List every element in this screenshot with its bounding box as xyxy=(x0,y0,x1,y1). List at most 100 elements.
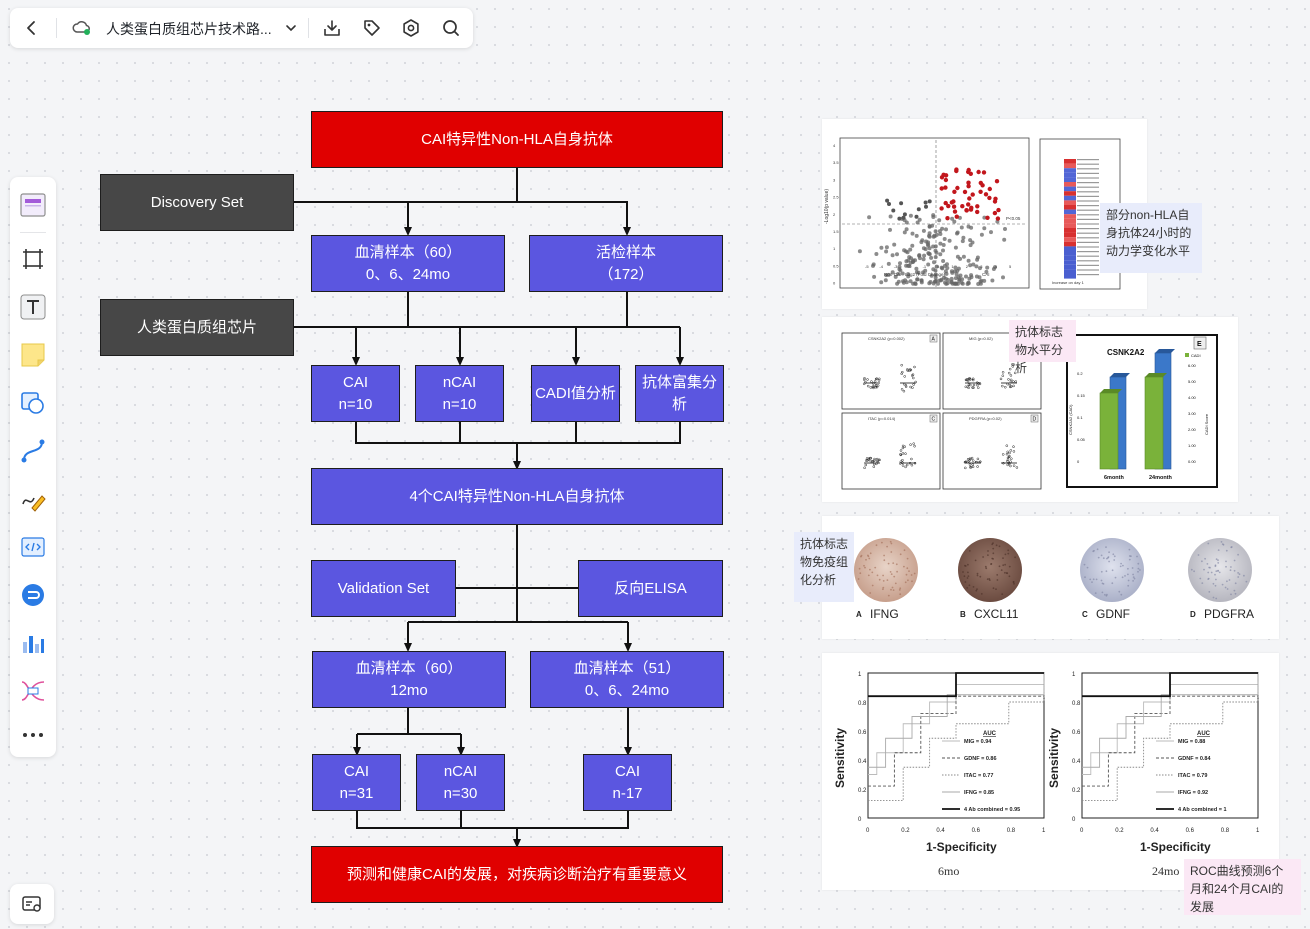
chart-icon[interactable] xyxy=(19,629,47,657)
roc-legend-entry: 4 Ab combined = 1 xyxy=(1178,807,1227,813)
volcano-yaxis-label: -Log10(p value) xyxy=(824,189,830,224)
conclusion-box[interactable]: 预测和健康CAI的发展，对疾病诊断治疗有重要意义 xyxy=(311,846,723,903)
chevron-down-icon[interactable] xyxy=(279,16,303,40)
volcano-point xyxy=(961,235,966,240)
ihc-cell-stain xyxy=(986,578,989,581)
text-icon[interactable] xyxy=(19,293,47,321)
roc-legend-entry: ITAC = 0.77 xyxy=(964,773,993,779)
scatter-point xyxy=(900,372,903,375)
volcano-heatmap-figure[interactable]: -Log10(p value) Log2 (Fold Change) Non-C… xyxy=(822,119,1147,309)
volcano-point xyxy=(885,198,890,203)
ncai-group-box[interactable]: nCAI n=10 xyxy=(415,365,504,422)
volcano-point xyxy=(979,232,984,237)
volcano-point xyxy=(955,230,960,235)
ncai-validation-box[interactable]: nCAI n=30 xyxy=(416,754,505,811)
volcano-point xyxy=(913,281,918,286)
cadi-analysis-box[interactable]: CADI值分析 xyxy=(531,365,620,422)
search-icon[interactable] xyxy=(439,16,463,40)
scatter-point xyxy=(904,465,907,469)
tag-icon[interactable] xyxy=(360,16,384,40)
download-icon[interactable] xyxy=(320,16,344,40)
biopsy-sample-box[interactable]: 活检样本 （172） xyxy=(529,235,723,292)
volcano-point xyxy=(954,281,958,286)
connector-icon[interactable] xyxy=(19,437,47,465)
volcano-point xyxy=(952,219,957,224)
flow-icon[interactable] xyxy=(19,677,47,705)
volcano-point xyxy=(904,227,909,232)
scatter-point xyxy=(971,378,975,382)
serum-sample-box[interactable]: 血清样本（60） 0、6、24mo xyxy=(311,235,505,292)
four-antibodies-box[interactable]: 4个CAI特异性Non-HLA自身抗体 xyxy=(311,468,723,525)
volcano-point-significant xyxy=(976,169,981,175)
code-block-icon[interactable] xyxy=(19,533,47,561)
cai-group-box[interactable]: CAI n=10 xyxy=(311,365,400,422)
volcano-point xyxy=(959,225,964,230)
discovery-set-box[interactable]: Discovery Set xyxy=(100,174,294,231)
more-icon[interactable] xyxy=(19,721,47,749)
ihc-cell-stain xyxy=(988,578,991,580)
volcano-point-significant xyxy=(962,189,968,195)
roc-ytick: 0.4 xyxy=(858,759,867,765)
volcano-point xyxy=(895,252,899,257)
volcano-point-significant xyxy=(970,192,975,197)
volcano-point-significant xyxy=(954,214,959,219)
heatmap-gene-label xyxy=(1077,191,1099,193)
volcano-point xyxy=(947,238,952,243)
scatter-point xyxy=(901,461,904,464)
cai-validation-box[interactable]: CAI n=31 xyxy=(312,754,401,811)
roc-note[interactable]: ROC曲线预测6个月和24个月CAI的发展 xyxy=(1184,859,1301,915)
enrichment-analysis-box[interactable]: 抗体富集分 析 xyxy=(635,365,724,422)
reverse-elisa-box[interactable]: 反向ELISA xyxy=(578,560,723,617)
roc-xtick: 1 xyxy=(1256,828,1260,834)
serum-sample-51-box[interactable]: 血清样本（51） 0、6、24mo xyxy=(530,651,724,708)
pen-icon[interactable] xyxy=(19,485,47,513)
proteome-chip-box[interactable]: 人类蛋白质组芯片 xyxy=(100,299,294,356)
ihc-cell-stain xyxy=(1207,571,1210,574)
sticky-note-icon[interactable] xyxy=(19,341,47,369)
roc-ytick: 0.2 xyxy=(858,788,867,794)
volcano-point xyxy=(934,232,939,237)
validation-set-box[interactable]: Validation Set xyxy=(311,560,456,617)
document-title[interactable]: 人类蛋白质组芯片技术路... xyxy=(106,21,272,37)
frame-panel-icon[interactable] xyxy=(19,191,47,219)
volcano-point xyxy=(886,261,891,266)
ihc-cell-stain xyxy=(1124,575,1126,577)
volcano-ytick: 0 xyxy=(833,281,836,286)
scatter-point xyxy=(904,384,908,387)
back-icon[interactable] xyxy=(20,16,44,40)
title-box[interactable]: CAI特异性Non-HLA自身抗体 xyxy=(311,111,723,168)
settings-icon[interactable] xyxy=(399,16,423,40)
volcano-point xyxy=(911,259,915,264)
ihc-cell-stain xyxy=(1131,567,1134,569)
volcano-point xyxy=(949,279,954,284)
volcano-point-significant xyxy=(964,208,969,213)
scatter-point xyxy=(1005,452,1009,456)
volcano-point xyxy=(914,270,919,275)
volcano-point xyxy=(924,239,929,244)
ihc-note[interactable]: 抗体标志物免疫组化分析 xyxy=(794,532,854,602)
scatter-point xyxy=(971,463,975,466)
volcano-point-significant xyxy=(975,204,980,209)
ihc-cell-stain xyxy=(1086,566,1089,569)
level-analysis-note[interactable]: 抗体标志物水平分析 xyxy=(1009,320,1076,375)
roc-xtick: 0.6 xyxy=(972,828,981,834)
shape-icon[interactable] xyxy=(19,389,47,417)
crop-frame-icon[interactable] xyxy=(19,245,47,273)
scatter-point xyxy=(966,457,970,461)
kinetics-note[interactable]: 部分non-HLA自身抗体24小时的动力学变化水平 xyxy=(1100,203,1202,273)
ihc-cell-stain xyxy=(1002,557,1004,559)
minimap-button[interactable] xyxy=(10,884,54,924)
serum-sample-12mo-box[interactable]: 血清样本（60） 12mo xyxy=(312,651,506,708)
cai-biopsy-validation-box[interactable]: CAI n-17 xyxy=(583,754,672,811)
scatter-point xyxy=(899,453,903,457)
roc-note-text: ROC曲线预测6个月和24个月CAI的发展 xyxy=(1190,864,1284,914)
ihc-cell-stain xyxy=(1199,577,1202,580)
volcano-point xyxy=(954,272,959,277)
mind-map-icon[interactable] xyxy=(19,581,47,609)
volcano-point xyxy=(971,262,976,267)
ihc-cell-stain xyxy=(982,556,984,558)
enrichment-line1: 抗体富集分 xyxy=(641,373,717,391)
